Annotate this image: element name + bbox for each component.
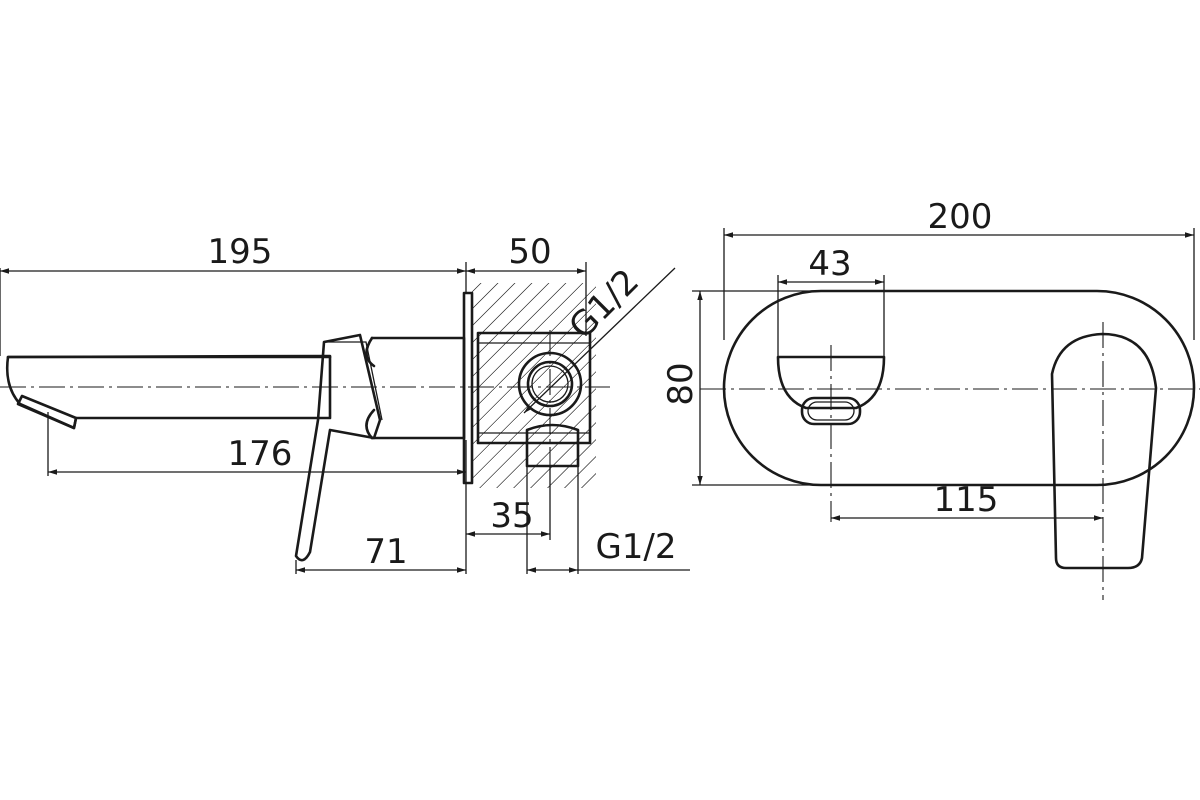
dim-label-176: 176 <box>228 434 293 474</box>
dimension-176: 176 <box>47 412 467 476</box>
dimension-200: 200 <box>723 197 1195 340</box>
front-wall-plate <box>722 289 1196 487</box>
dim-label-g12-bottom: G1/2 <box>595 527 676 567</box>
dim-label-71: 71 <box>364 532 407 572</box>
dim-label-195: 195 <box>208 232 273 272</box>
dim-label-115: 115 <box>934 480 999 520</box>
concealed-box <box>476 331 592 445</box>
dimension-50: 50 <box>466 232 587 336</box>
front-view: 200 43 80 115 <box>661 197 1200 600</box>
bottom-outlet <box>525 423 580 468</box>
front-handle <box>1050 332 1158 570</box>
dimension-71: 71 <box>295 476 467 574</box>
dimension-thread-bottom: G1/2 <box>526 466 690 574</box>
dimension-195: 195 <box>0 232 467 356</box>
lever-handle <box>294 333 383 562</box>
dim-label-50: 50 <box>508 232 551 272</box>
mixer-body <box>365 336 466 440</box>
dim-label-80: 80 <box>661 362 701 405</box>
dim-label-43: 43 <box>808 244 851 284</box>
dimension-115: 115 <box>831 480 1103 521</box>
spout <box>5 354 332 430</box>
side-view: 195 50 G1/2 176 71 <box>0 232 690 574</box>
dim-label-200: 200 <box>928 197 993 237</box>
dimension-43: 43 <box>777 244 885 357</box>
dimension-80: 80 <box>661 290 820 486</box>
